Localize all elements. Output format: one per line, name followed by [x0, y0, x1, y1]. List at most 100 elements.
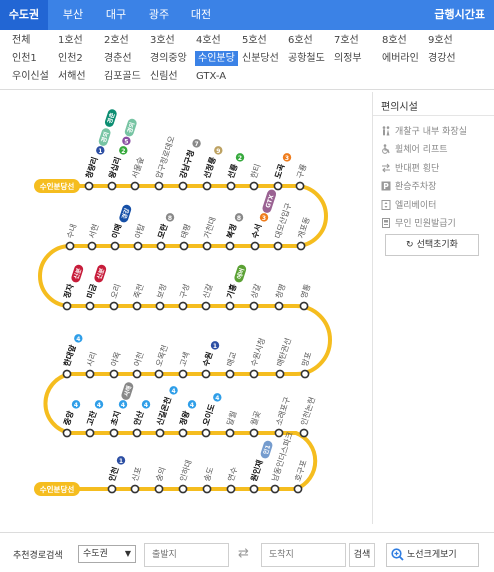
station-dot[interactable] — [109, 369, 119, 379]
station-dot[interactable] — [201, 428, 211, 438]
station-dot[interactable] — [178, 428, 188, 438]
line-everline[interactable]: 에버라인 — [382, 53, 419, 64]
station-dot[interactable] — [274, 428, 284, 438]
station-dot[interactable] — [84, 181, 94, 191]
station-야목[interactable]: 야목 — [108, 351, 122, 379]
station-달월[interactable]: 달월 — [224, 410, 238, 438]
region-tab-busan[interactable]: 부산 — [62, 8, 84, 21]
line-suin-bundang-selected[interactable]: 수인분당 — [195, 51, 238, 66]
station-dot[interactable] — [202, 181, 212, 191]
station-중앙[interactable]: 중앙4 — [61, 400, 81, 438]
station-dot[interactable] — [299, 428, 309, 438]
station-dot[interactable] — [154, 484, 164, 494]
station-dot[interactable] — [249, 301, 259, 311]
line-1[interactable]: 1호선 — [58, 35, 83, 46]
station-야탑[interactable]: 야탑 — [132, 222, 147, 251]
station-매교[interactable]: 매교 — [225, 351, 238, 379]
station-dot[interactable] — [273, 181, 283, 191]
station-dot[interactable] — [178, 369, 188, 379]
station-dot[interactable] — [179, 241, 189, 251]
station-dot[interactable] — [133, 241, 143, 251]
station-dot[interactable] — [225, 301, 235, 311]
station-dot[interactable] — [300, 369, 310, 379]
region-tab-daegu[interactable]: 대구 — [105, 8, 127, 21]
station-dot[interactable] — [295, 181, 305, 191]
departure-input[interactable] — [144, 543, 229, 567]
line-seohae[interactable]: 서해선 — [58, 71, 86, 82]
station-매탄권선[interactable]: 매탄권선 — [274, 337, 293, 379]
station-오리[interactable]: 오리 — [109, 283, 122, 311]
station-dot[interactable] — [275, 369, 285, 379]
station-dot[interactable] — [155, 301, 165, 311]
station-어천[interactable]: 어천 — [131, 351, 145, 379]
line-airport[interactable]: 공항철도 — [288, 53, 325, 64]
reset-selection-button[interactable]: ↻선택초기화 — [385, 234, 479, 256]
station-수원[interactable]: 수원1 — [200, 341, 220, 379]
station-dot[interactable] — [65, 241, 75, 251]
station-정왕[interactable]: 정왕4 — [177, 400, 197, 438]
station-인천[interactable]: 인천1 — [106, 456, 126, 494]
station-dot[interactable] — [270, 484, 280, 494]
line-ui-sinseol[interactable]: 우이신설 — [12, 71, 49, 82]
station-송도[interactable]: 송도 — [202, 466, 215, 494]
station-dot[interactable] — [249, 369, 259, 379]
station-dot[interactable] — [226, 181, 236, 191]
station-dot[interactable] — [225, 428, 235, 438]
station-dot[interactable] — [62, 369, 72, 379]
enlarge-map-button[interactable]: 노선크게보기 — [386, 543, 479, 567]
station-수내[interactable]: 수내 — [65, 223, 78, 251]
station-dot[interactable] — [155, 428, 165, 438]
facility-ticket-machine[interactable]: 무인 민원발급기 — [381, 218, 456, 230]
station-dot[interactable] — [132, 301, 142, 311]
line-2[interactable]: 2호선 — [104, 35, 129, 46]
station-dot[interactable] — [202, 241, 212, 251]
station-dot[interactable] — [202, 484, 212, 494]
line-9[interactable]: 9호선 — [428, 35, 453, 46]
station-dot[interactable] — [62, 428, 72, 438]
line-sinbundang[interactable]: 신분당선 — [242, 53, 279, 64]
station-dot[interactable] — [249, 181, 259, 191]
station-압구정로데오[interactable]: 압구정로데오 — [153, 135, 177, 191]
station-한티[interactable]: 한티 — [249, 163, 262, 191]
line-sillim[interactable]: 신림선 — [150, 71, 178, 82]
line-uijeongbu[interactable]: 의정부 — [334, 53, 362, 64]
station-고색[interactable]: 고색 — [177, 351, 191, 379]
facility-crossing[interactable]: 반대편 횡단 — [381, 163, 439, 175]
station-호구포[interactable]: 호구포 — [293, 459, 309, 494]
station-dot[interactable] — [250, 241, 260, 251]
station-안산[interactable]: 안산4 — [131, 400, 151, 438]
station-인천논현[interactable]: 인천논현 — [298, 396, 317, 438]
line-gyeonggang[interactable]: 경강선 — [428, 53, 456, 64]
station-dot[interactable] — [132, 428, 142, 438]
line-gyeongchun[interactable]: 경춘선 — [104, 53, 132, 64]
region-tab-daejeon[interactable]: 대전 — [190, 8, 212, 21]
station-dot[interactable] — [201, 369, 211, 379]
station-연수[interactable]: 연수 — [226, 466, 239, 494]
station-dot[interactable] — [87, 241, 97, 251]
station-dot[interactable] — [249, 484, 259, 494]
station-수원시청[interactable]: 수원시청 — [249, 337, 267, 379]
station-dot[interactable] — [130, 484, 140, 494]
station-소래포구[interactable]: 소래포구 — [274, 396, 292, 438]
station-dot[interactable] — [132, 369, 142, 379]
station-dot[interactable] — [201, 301, 211, 311]
station-dot[interactable] — [293, 484, 303, 494]
station-dot[interactable] — [249, 428, 259, 438]
station-dot[interactable] — [274, 301, 284, 311]
line-gtx-a[interactable]: GTX-A — [196, 71, 227, 82]
station-dot[interactable] — [154, 369, 164, 379]
station-청명[interactable]: 청명 — [273, 283, 287, 311]
region-tab-gwangju[interactable]: 광주 — [148, 8, 170, 21]
station-구성[interactable]: 구성 — [178, 283, 191, 311]
station-태평[interactable]: 태평 — [178, 223, 192, 251]
station-복정[interactable]: 복정8 — [224, 213, 244, 251]
line-7[interactable]: 7호선 — [334, 35, 359, 46]
